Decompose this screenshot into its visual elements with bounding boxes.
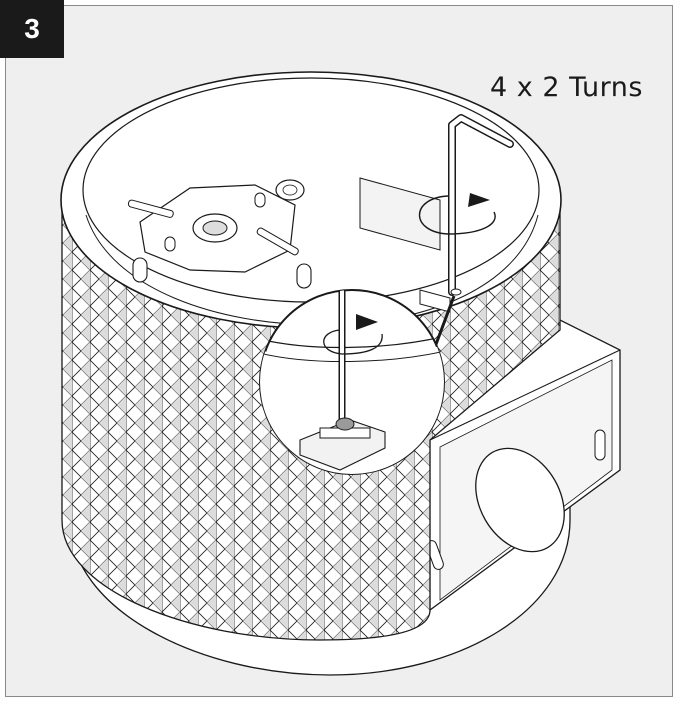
detail-magnifier	[259, 289, 445, 475]
mounting-plate	[127, 179, 312, 289]
rotation-arrow-icon	[419, 193, 496, 235]
turns-instruction-label: 4 x 2 Turns	[490, 72, 643, 103]
step-number: 3	[24, 13, 40, 44]
step-number-badge: 3	[0, 0, 64, 58]
hex-key-icon	[448, 114, 514, 296]
inner-slot	[359, 177, 451, 313]
